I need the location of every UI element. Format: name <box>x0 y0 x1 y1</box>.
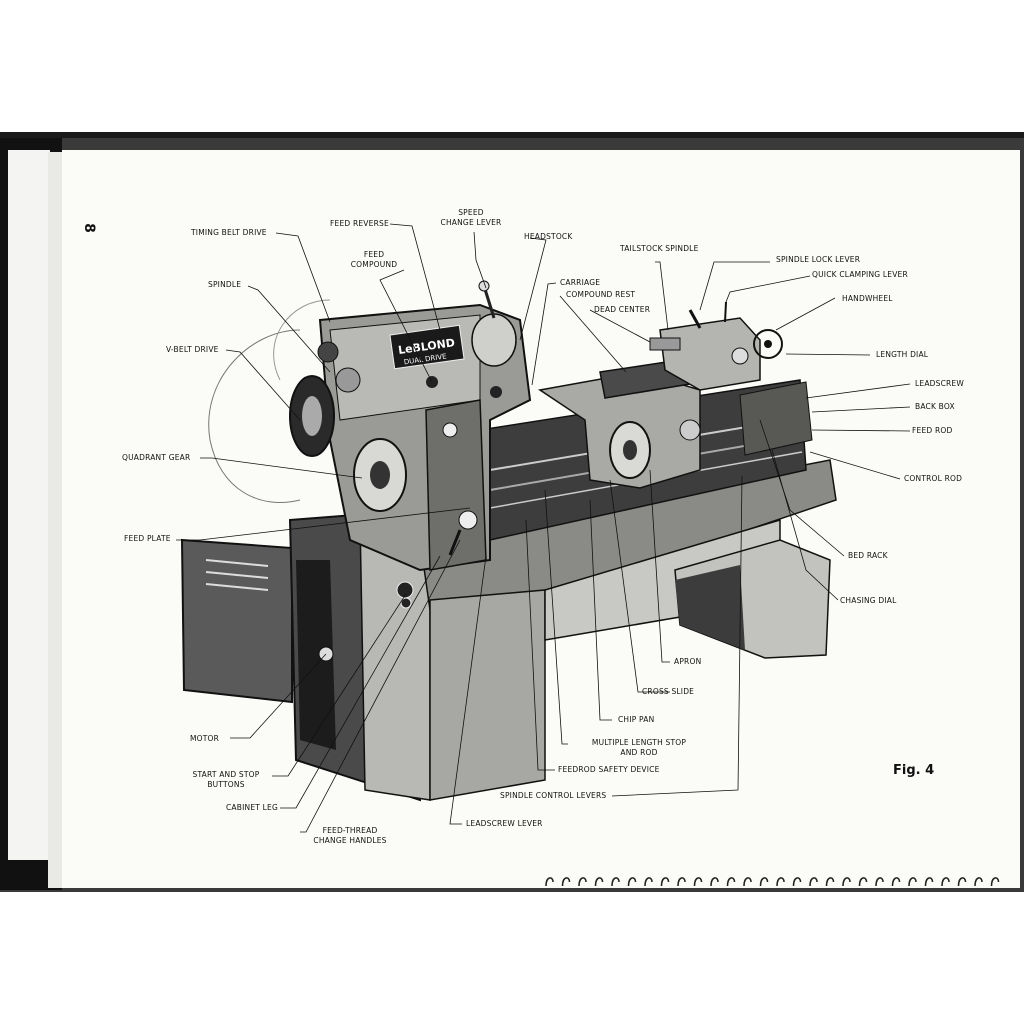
spiral-loop <box>561 877 571 887</box>
spiral-loop <box>941 877 950 887</box>
spiral-loop <box>974 877 983 887</box>
label-dead-center: DEAD CENTER <box>594 305 651 314</box>
previous-page <box>8 150 50 860</box>
label-feed-thread-change-handles: FEED-THREAD CHANGE HANDLES <box>300 826 400 846</box>
label-feed-plate: FEED PLATE <box>124 534 171 543</box>
spiral-loop <box>611 877 620 887</box>
label-v-belt-drive: V-BELT DRIVE <box>166 345 219 354</box>
spiral-loop <box>825 877 835 887</box>
label-feed-compound: FEED COMPOUND <box>344 250 404 270</box>
spiral-loop <box>809 877 818 887</box>
label-leadscrew-lever: LEADSCREW LEVER <box>466 819 543 828</box>
label-quadrant-gear: QUADRANT GEAR <box>122 453 191 462</box>
spiral-loop <box>644 877 653 887</box>
label-start-stop-buttons-line1: START AND STOP <box>192 770 260 779</box>
spiral-loop <box>545 877 554 887</box>
spiral-loop <box>776 877 785 887</box>
spiral-loop <box>891 877 901 887</box>
page-number: 8 <box>80 223 97 233</box>
spiral-loop <box>578 877 587 887</box>
label-handwheel: HANDWHEEL <box>842 294 893 303</box>
label-multiple-length-stop-line2: AND ROD <box>620 748 658 757</box>
label-speed-change-lever-line1: SPEED <box>458 208 484 217</box>
label-tailstock-spindle: TAILSTOCK SPINDLE <box>620 244 699 253</box>
label-timing-belt-drive: TIMING BELT DRIVE <box>191 228 267 237</box>
label-feed-compound-line1: FEED <box>363 250 385 259</box>
label-spindle: SPINDLE <box>208 280 242 289</box>
label-back-box: BACK BOX <box>915 402 955 411</box>
spiral-loop <box>710 877 719 887</box>
spiral-loop <box>743 877 752 887</box>
figure-label: Fig. 4 <box>893 763 935 778</box>
label-apron: APRON <box>674 657 702 666</box>
spiral-loop <box>677 877 686 887</box>
label-feed-reverse: FEED REVERSE <box>330 219 389 228</box>
spiral-loop <box>908 877 917 887</box>
label-control-rod: CONTROL ROD <box>904 474 963 483</box>
label-spindle-control-levers: SPINDLE CONTROL LEVERS <box>500 791 607 800</box>
label-speed-change-lever: SPEED CHANGE LEVER <box>436 208 506 228</box>
label-chasing-dial: CHASING DIAL <box>840 596 897 605</box>
label-chip-pan: CHIP PAN <box>618 715 655 724</box>
spiral-loop <box>957 877 967 887</box>
label-multiple-length-stop: MULTIPLE LENGTH STOP AND ROD <box>564 738 714 758</box>
spiral-loop <box>924 877 934 887</box>
spiral-loop <box>842 877 851 887</box>
label-feed-compound-line2: COMPOUND <box>350 260 398 269</box>
spiral-loop <box>858 877 868 887</box>
label-cross-slide: CROSS SLIDE <box>642 687 695 696</box>
spiral-loop <box>627 877 637 887</box>
label-headstock: HEADSTOCK <box>524 232 573 241</box>
spiral-loop <box>759 877 769 887</box>
spiral-loop <box>660 877 670 887</box>
label-leadscrew: LEADSCREW <box>915 379 964 388</box>
spiral-loop <box>693 877 703 887</box>
label-feed-thread-line2: CHANGE HANDLES <box>313 836 387 845</box>
label-feedrod-safety-device: FEEDROD SAFETY DEVICE <box>558 765 660 774</box>
label-compound-rest: COMPOUND REST <box>566 290 636 299</box>
label-carriage: CARRIAGE <box>560 278 601 287</box>
label-length-dial: LENGTH DIAL <box>876 350 929 359</box>
label-spindle-lock-lever: SPINDLE LOCK LEVER <box>776 255 861 264</box>
label-bed-rack: BED RACK <box>848 551 888 560</box>
spiral-loop <box>726 877 736 887</box>
label-feed-thread-line1: FEED-THREAD <box>322 826 378 835</box>
label-multiple-length-stop-line1: MULTIPLE LENGTH STOP <box>591 738 687 747</box>
spiral-loop <box>875 877 884 887</box>
label-speed-change-lever-line2: CHANGE LEVER <box>440 218 502 227</box>
spiral-loop <box>594 877 604 887</box>
label-start-stop-buttons: START AND STOP BUTTONS <box>186 770 266 790</box>
label-motor: MOTOR <box>190 734 220 743</box>
spiral-loop <box>990 877 1000 887</box>
label-start-stop-buttons-line2: BUTTONS <box>207 780 245 789</box>
label-quick-clamping-lever: QUICK CLAMPING LEVER <box>812 270 908 279</box>
scan-top-strip <box>0 132 1024 138</box>
label-cabinet-leg: CABINET LEG <box>226 803 278 812</box>
spiral-loop <box>792 877 802 887</box>
label-feed-rod: FEED ROD <box>912 426 953 435</box>
spiral-binding <box>545 877 1000 887</box>
